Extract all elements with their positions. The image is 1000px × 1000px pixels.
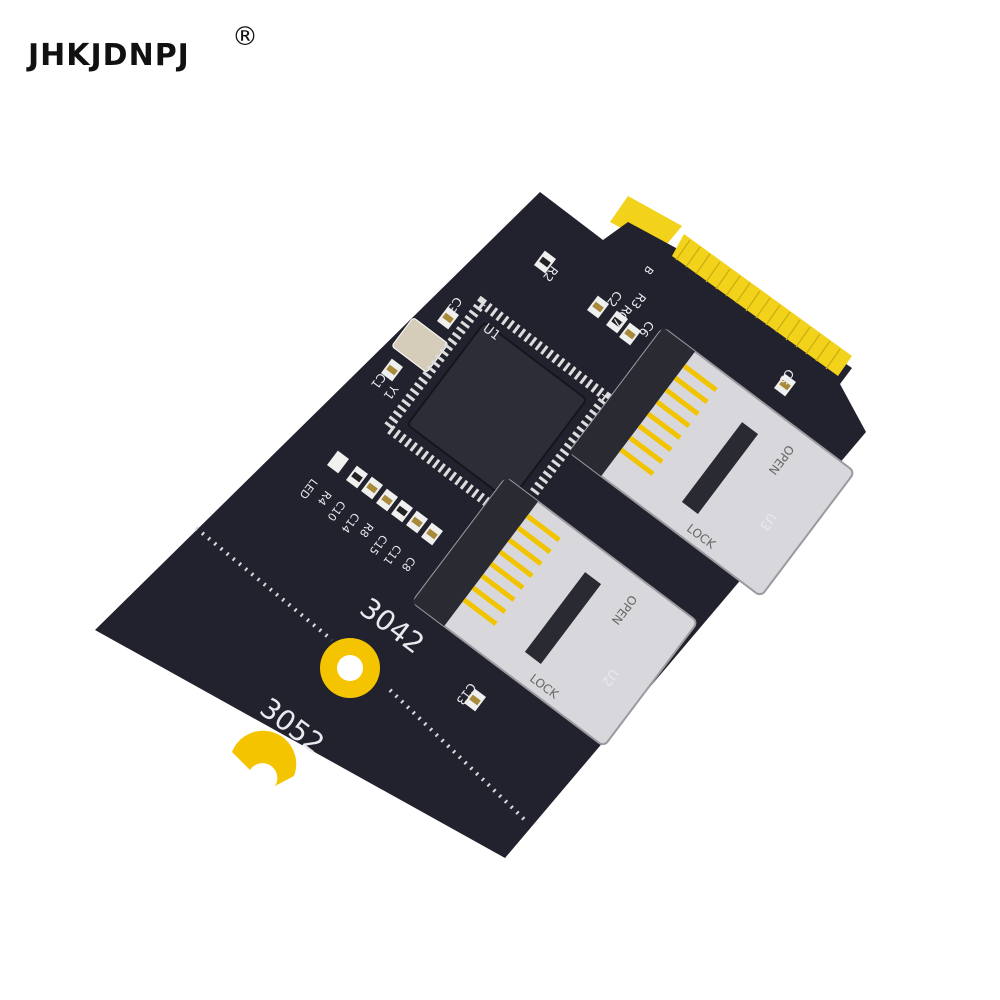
brand-logo: JHKJDNPJ <box>28 38 190 73</box>
dotted-line-upper <box>194 526 334 642</box>
passive-components <box>326 250 797 712</box>
gold-finger-small <box>610 196 682 250</box>
registered-mark: ® <box>232 22 258 52</box>
card-slot-u2[interactable]: OPEN LOCK <box>412 477 698 746</box>
gold-finger-main <box>672 234 852 376</box>
card-slot-u3[interactable]: OPEN LOCK <box>569 327 855 596</box>
mount-hole-3052 <box>232 730 297 786</box>
